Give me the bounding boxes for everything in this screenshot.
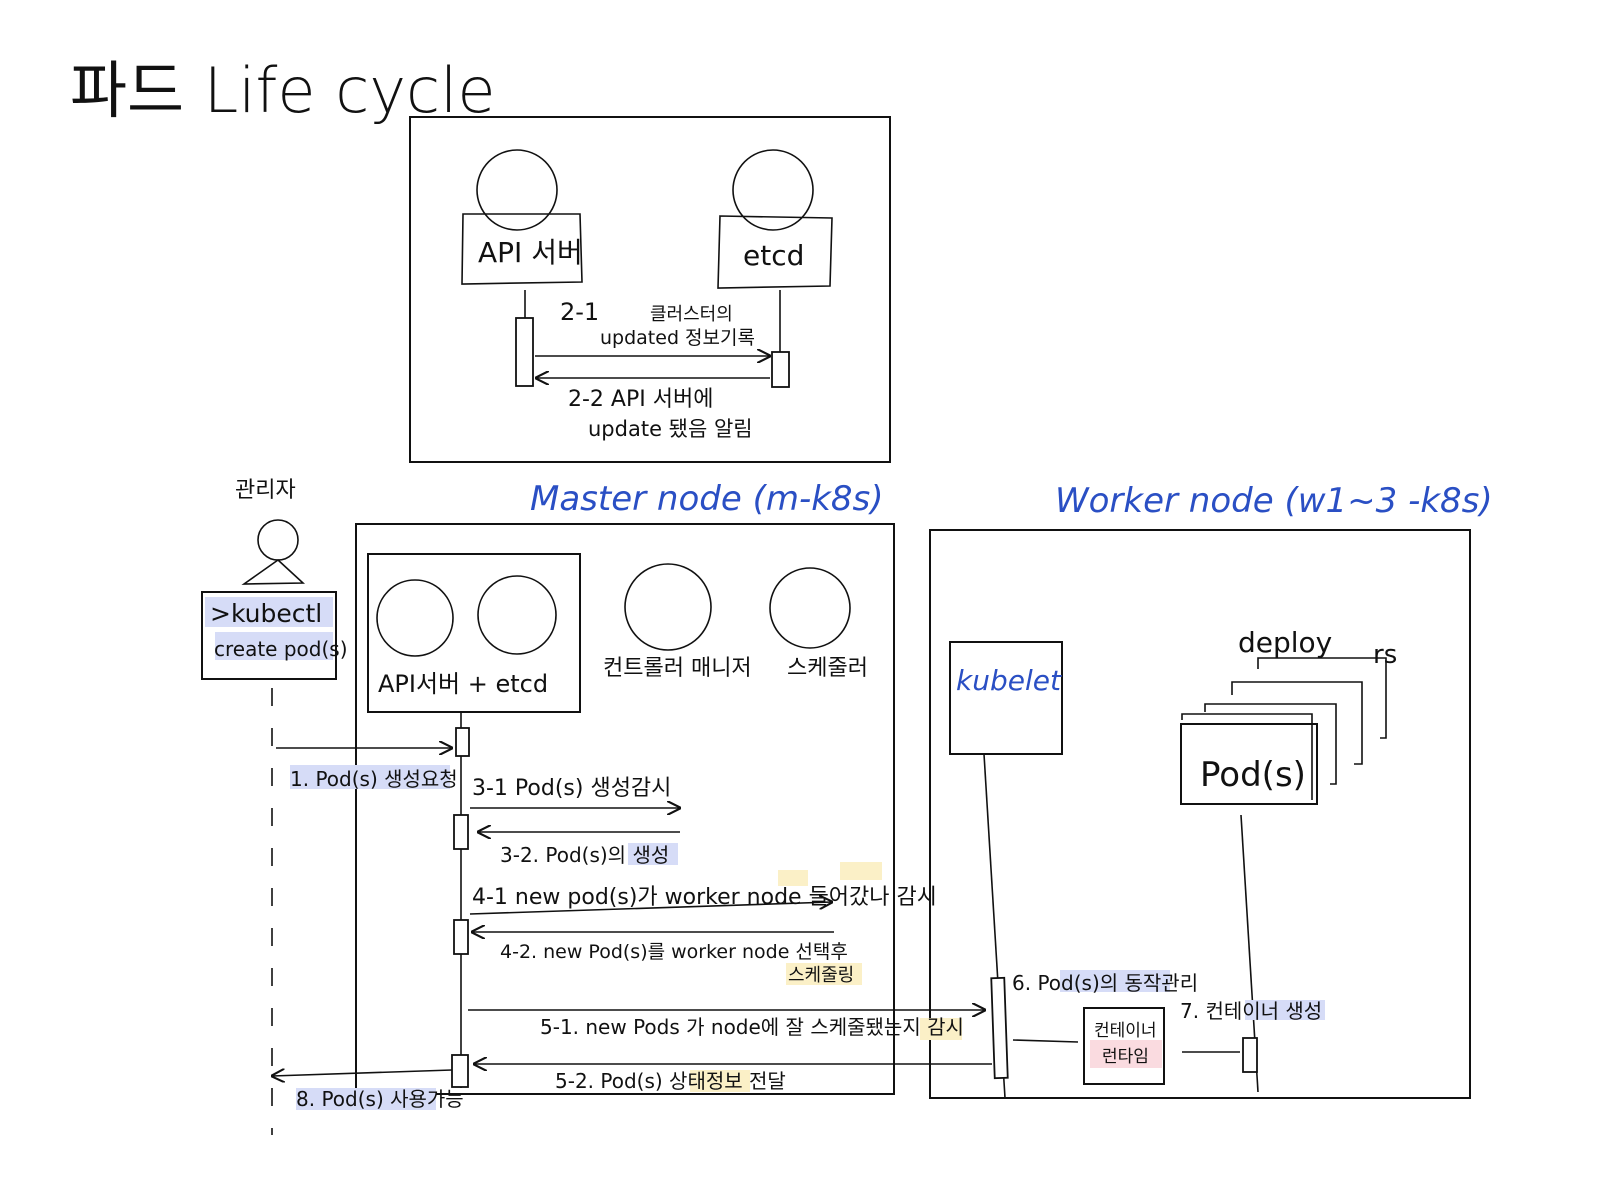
kubelet-box	[949, 641, 1063, 755]
worker-node: kubelet deploy rs Pod(s) 컨테이너 런타임	[929, 529, 1471, 1099]
rs-label: rs	[1373, 640, 1397, 670]
master-api-circle	[376, 579, 454, 657]
admin-head-icon	[257, 519, 299, 561]
msg-3-2-pod-created: 3-2. Pod(s)의 생성	[500, 843, 669, 867]
master-node: API서버 + etcd 컨트롤러 매니저 스케줄러	[355, 523, 895, 1095]
scheduler-circle	[769, 567, 851, 649]
top-panel: API 서버 etcd 2-1 클러스터의 updated 정보기록 2-2 A…	[409, 116, 891, 463]
step-2-1-text-1: 클러스터의	[650, 304, 733, 325]
worker-node-title: Worker node (w1~3 -k8s)	[1055, 481, 1493, 521]
controller-circle	[624, 563, 712, 651]
admin-label: 관리자	[235, 478, 296, 503]
kubectl-command-box	[201, 591, 337, 680]
step-2-2-text-2: update 됐음 알림	[588, 417, 753, 441]
runtime-line-2: 런타임	[1102, 1047, 1149, 1067]
msg-5-1-watch-scheduling: 5-1. new Pods 가 node에 잘 스케줄됐는지 감시	[540, 1015, 964, 1039]
admin-actor: 관리자 >kubectl create pod(s)	[201, 478, 348, 1135]
master-node-title: Master node (m-k8s)	[530, 479, 884, 519]
api-activation	[515, 317, 534, 387]
step-2-1-text-2: updated 정보기록	[600, 327, 755, 349]
sequence-messages: 1. Pod(s) 생성요청 3-1 Pod(s) 생성감시 3-2. Pod(…	[272, 748, 1325, 1111]
page-title: 파드 Life cycle	[70, 54, 495, 127]
kubectl-line-2: create pod(s)	[214, 637, 348, 661]
msg-4-2-select-worker: 4-2. new Pod(s)를 worker node 선택후	[500, 941, 848, 963]
api-etcd-label: API서버 + etcd	[378, 670, 548, 698]
deploy-label: deploy	[1238, 626, 1332, 659]
msg-7-container-create: 7. 컨테이너 생성	[1180, 999, 1322, 1023]
msg-3-1-watch-pod-creation: 3-1 Pod(s) 생성감시	[472, 776, 671, 801]
msg-4-2-scheduling: 스케줄링	[788, 965, 854, 986]
top-api-server-label: API 서버	[478, 236, 583, 269]
etcd-activation	[771, 351, 790, 388]
msg-1-pod-create-request: 1. Pod(s) 생성요청	[290, 767, 458, 791]
scheduler-label: 스케줄러	[787, 656, 868, 681]
admin-body-icon	[241, 558, 306, 585]
kubelet-label: kubelet	[956, 664, 1062, 697]
etcd-circle	[732, 149, 814, 231]
top-etcd-label: etcd	[743, 239, 804, 272]
kubectl-line-1: >kubectl	[210, 599, 322, 628]
runtime-line-1: 컨테이너	[1094, 1021, 1157, 1041]
master-etcd-circle	[477, 575, 557, 655]
container-runtime-box	[1083, 1007, 1165, 1085]
step-2-2-text-1: 2-2 API 서버에	[568, 387, 713, 412]
api-server-circle	[476, 149, 558, 231]
msg-8-pod-available: 8. Pod(s) 사용가능	[296, 1087, 464, 1111]
msg-5-2-status-report: 5-2. Pod(s) 상태정보 전달	[555, 1069, 786, 1093]
pods-label: Pod(s)	[1200, 755, 1306, 795]
api-etcd-box	[367, 553, 581, 713]
controller-label: 컨트롤러 매니저	[603, 656, 752, 681]
pods-box	[1180, 723, 1318, 805]
msg-6-pod-management: 6. Pod(s)의 동작관리	[1012, 971, 1198, 995]
step-2-1-number: 2-1	[560, 298, 599, 326]
